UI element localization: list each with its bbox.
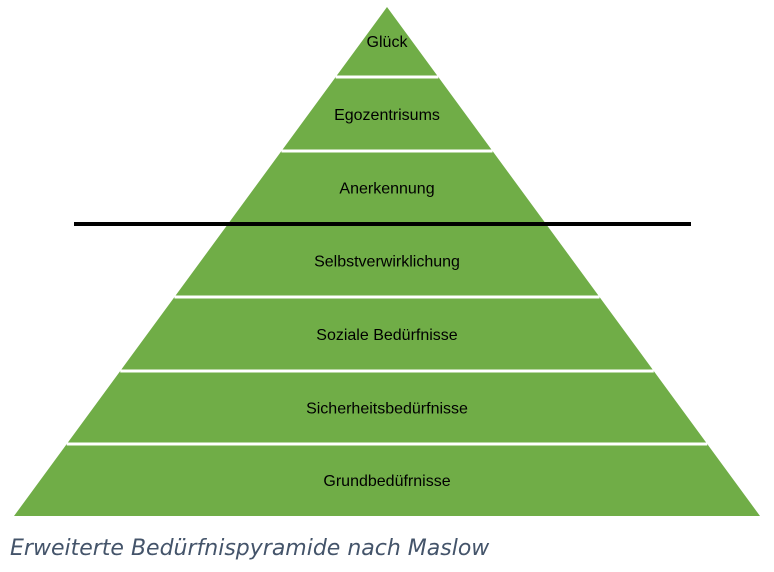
diagram-caption: Erweiterte Bedürfnispyramide nach Maslow — [10, 536, 490, 561]
level-label: Soziale Bedürfnisse — [316, 327, 458, 344]
pyramid-level — [66, 371, 708, 444]
pyramid-level — [120, 297, 654, 371]
level-label: Glück — [367, 34, 409, 51]
pyramid-level — [281, 77, 493, 151]
level-label: Egozentrisums — [334, 107, 440, 124]
pyramid-levels: GlückEgozentrisumsAnerkennungSelbstverwi… — [14, 7, 760, 516]
level-label: Selbstverwirklichung — [314, 254, 460, 271]
pyramid-level — [174, 224, 600, 297]
level-label: Anerkennung — [339, 181, 434, 198]
level-label: Grundbedüfrnisse — [323, 473, 450, 490]
pyramid-level — [227, 151, 547, 224]
pyramid-level — [335, 7, 439, 77]
level-label: Sicherheitsbedürfnisse — [306, 401, 468, 418]
pyramid-level — [14, 444, 760, 516]
